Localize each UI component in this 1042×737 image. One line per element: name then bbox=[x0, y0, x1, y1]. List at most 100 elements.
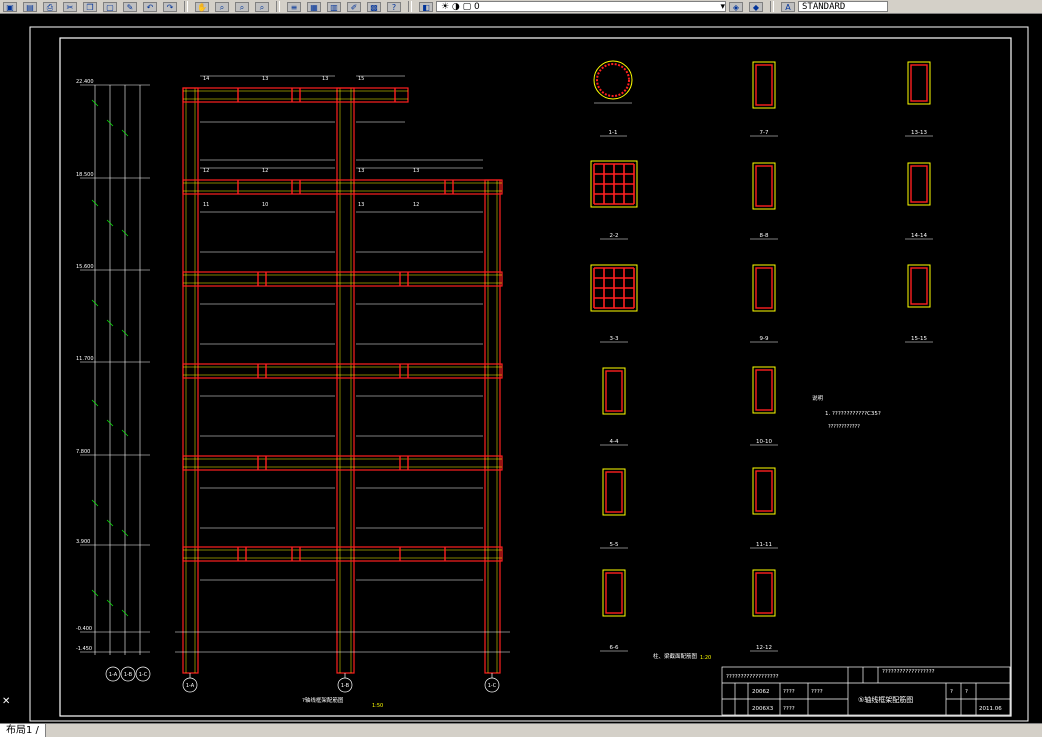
copy-icon[interactable]: ❐ bbox=[83, 1, 97, 12]
properties-icon[interactable]: ≡ bbox=[287, 1, 301, 12]
markup-icon[interactable]: ✐ bbox=[347, 1, 361, 12]
layer-state-icons: ☀ ◑ ▢ 0 bbox=[441, 2, 480, 12]
section-label: 1-1 bbox=[609, 130, 618, 136]
section-label: 14-14 bbox=[911, 233, 927, 239]
chevron-down-icon[interactable]: ▾ bbox=[720, 2, 725, 12]
section-title: 柱、梁截面配筋图 bbox=[653, 652, 698, 660]
title-cell: ???? bbox=[811, 689, 823, 695]
column-a bbox=[182, 87, 199, 674]
elevation-scale: 1:50 bbox=[372, 703, 383, 709]
level-label: 11.700 bbox=[76, 356, 94, 362]
section-label: 13-13 bbox=[911, 130, 927, 136]
open-icon[interactable]: ▤ bbox=[23, 1, 37, 12]
column-tag-bubbles bbox=[105, 666, 151, 682]
title-cell: ???? bbox=[783, 706, 795, 712]
layer-previous-icon[interactable]: ◆ bbox=[749, 1, 763, 12]
beam-mark: 14 bbox=[203, 76, 209, 82]
column-tag: 1-B bbox=[124, 672, 133, 678]
layout-tab-bar: 布局1 / bbox=[0, 723, 1042, 737]
level-dimension-chain bbox=[80, 84, 150, 655]
text-style-dropdown[interactable]: STANDARD bbox=[798, 1, 888, 12]
sheet-outer-border bbox=[29, 26, 1029, 722]
section-label: 4-4 bbox=[610, 439, 619, 445]
section-label: 8-8 bbox=[760, 233, 769, 239]
title-cell: ???? bbox=[783, 689, 795, 695]
sheet-inner-border bbox=[59, 37, 1012, 717]
title-date: 2011.06 bbox=[979, 706, 1002, 712]
beam-floor-6 bbox=[182, 179, 503, 195]
title-right-top: ?????????????????? bbox=[882, 669, 935, 675]
section-label: 11-11 bbox=[756, 542, 772, 548]
beam-mark: 13 bbox=[262, 76, 268, 82]
title-school: ?????????????????? bbox=[726, 674, 779, 680]
level-label: 7.800 bbox=[76, 449, 90, 455]
toolbar-separator bbox=[276, 1, 280, 12]
match-prop-icon[interactable]: ✎ bbox=[123, 1, 137, 12]
notes-heading: 说明 bbox=[812, 394, 824, 402]
toolbar-separator bbox=[408, 1, 412, 12]
notes-line: ???????????? bbox=[828, 424, 860, 430]
level-label: 3.900 bbox=[76, 539, 90, 545]
level-label: 22.400 bbox=[76, 79, 94, 85]
section-square-column-3 bbox=[590, 264, 638, 312]
axis-label: 1-C bbox=[488, 683, 497, 689]
beam-mark: 10 bbox=[262, 202, 268, 208]
beam-mark: 13 bbox=[413, 168, 419, 174]
paste-icon[interactable]: ▢ bbox=[103, 1, 117, 12]
section-label: 6-6 bbox=[610, 645, 619, 651]
zoom-window-icon[interactable]: ⌕ bbox=[235, 1, 249, 12]
title-cell: ? bbox=[965, 689, 968, 695]
title-cell: ? bbox=[950, 689, 953, 695]
layer-value: 0 bbox=[474, 2, 480, 12]
section-label: 12-12 bbox=[756, 645, 772, 651]
beam-mark: 12 bbox=[413, 202, 419, 208]
beam-roof bbox=[182, 87, 409, 103]
make-current-icon[interactable]: ◈ bbox=[729, 1, 743, 12]
column-sections bbox=[590, 60, 638, 312]
beam-floor-5 bbox=[182, 271, 503, 287]
design-center-icon[interactable]: ▦ bbox=[307, 1, 321, 12]
level-label: -1.450 bbox=[76, 646, 92, 652]
beam-mark: 12 bbox=[203, 168, 209, 174]
beam-mark: 13 bbox=[358, 202, 364, 208]
layer-manager-icon[interactable]: ◧ bbox=[419, 1, 433, 12]
ucs-icon: ✕ bbox=[2, 696, 10, 707]
print-icon[interactable]: ⎙ bbox=[43, 1, 57, 12]
help-icon[interactable]: ? bbox=[387, 1, 401, 12]
title-cell: 2006X3 bbox=[752, 706, 774, 712]
drawing-canvas[interactable]: 22.400 18.500 15.600 11.700 7.800 3.900 … bbox=[0, 14, 1042, 723]
beam-mark: 11 bbox=[203, 202, 209, 208]
zoom-realtime-icon[interactable]: ⌕ bbox=[215, 1, 229, 12]
notes-line: 1. ????????????C35? bbox=[825, 411, 881, 417]
calculator-icon[interactable]: ▩ bbox=[367, 1, 381, 12]
title-cell: 20062 bbox=[752, 689, 770, 695]
layout-tab[interactable]: 布局1 / bbox=[0, 724, 46, 737]
text-style-icon[interactable]: A bbox=[781, 1, 795, 12]
undo-icon[interactable]: ↶ bbox=[143, 1, 157, 12]
beam-mark: 15 bbox=[358, 76, 364, 82]
layer-dropdown[interactable]: ☀ ◑ ▢ 0 ▾ bbox=[436, 1, 726, 12]
section-round-column bbox=[593, 60, 633, 100]
beam-floor-4 bbox=[182, 363, 503, 379]
level-label: -0.400 bbox=[76, 626, 92, 632]
zoom-previous-icon[interactable]: ⌕ bbox=[255, 1, 269, 12]
text-style-value: STANDARD bbox=[802, 2, 846, 12]
redo-icon[interactable]: ↷ bbox=[163, 1, 177, 12]
save-icon[interactable]: ▣ bbox=[3, 1, 17, 12]
beam-mark: 12 bbox=[262, 168, 268, 174]
section-label: 15-15 bbox=[911, 336, 927, 342]
drawing-name: ⑤轴线框架配筋图 bbox=[858, 695, 913, 704]
section-label: 2-2 bbox=[610, 233, 619, 239]
section-label: 10-10 bbox=[756, 439, 772, 445]
title-block bbox=[721, 666, 1011, 716]
tool-palette-icon[interactable]: ▥ bbox=[327, 1, 341, 12]
cut-icon[interactable]: ✂ bbox=[63, 1, 77, 12]
level-label: 15.600 bbox=[76, 264, 94, 270]
beam-mark: 13 bbox=[358, 168, 364, 174]
section-scale: 1:20 bbox=[700, 655, 711, 661]
beam-sections bbox=[602, 61, 931, 617]
pan-icon[interactable]: ✋ bbox=[195, 1, 209, 12]
toolbar-separator bbox=[184, 1, 188, 12]
axis-label: 1-A bbox=[186, 683, 195, 689]
frame-elevation: 14 13 13 15 12 12 13 13 11 10 13 12 1-A … bbox=[175, 75, 510, 709]
